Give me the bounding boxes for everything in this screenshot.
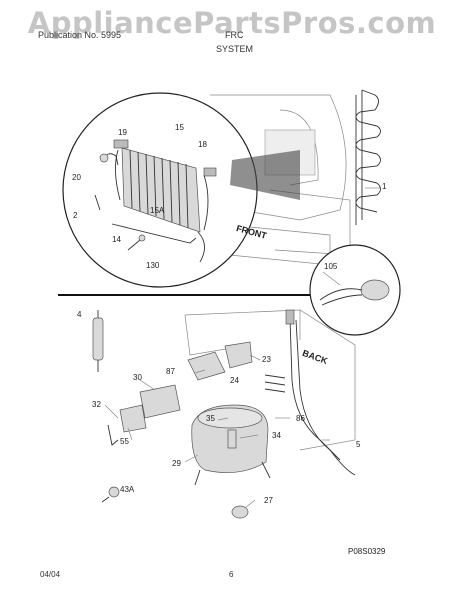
figure-code: P08S0329 (348, 547, 386, 556)
callout-5: 5 (356, 440, 361, 449)
callout-2: 2 (73, 211, 78, 220)
footer-page-number: 6 (229, 570, 234, 579)
overload-protector (319, 279, 390, 306)
clip (101, 486, 120, 503)
callout-14: 14 (112, 235, 121, 244)
relay-bracket (187, 341, 253, 381)
callout-86: 86 (296, 414, 305, 423)
callout-32: 32 (92, 400, 101, 409)
callout-130: 130 (146, 261, 160, 270)
callout-30: 30 (133, 373, 142, 382)
callout-18: 18 (198, 140, 207, 149)
callout-23: 23 (262, 355, 271, 364)
drier (92, 310, 104, 372)
callout-55: 55 (120, 437, 129, 446)
callout-4: 4 (77, 310, 82, 319)
header-publication: Publication No. 5995 (38, 30, 122, 40)
wiring (264, 309, 356, 476)
callout-35: 35 (206, 414, 215, 423)
evaporator (94, 139, 217, 263)
callout-24: 24 (230, 376, 239, 385)
callout-15: 15 (175, 123, 184, 132)
leader-lines (104, 187, 380, 509)
callout-20: 20 (72, 173, 81, 182)
callout-34: 34 (272, 431, 281, 440)
callout-105: 105 (324, 262, 338, 271)
footer-date: 04/04 (40, 570, 61, 579)
detail-circle-overload (309, 244, 401, 336)
callout-19: 19 (118, 128, 127, 137)
callout-87: 87 (166, 367, 175, 376)
watermark: AppliancePartsPros.com (27, 6, 437, 40)
callout-15a: 15A (150, 206, 165, 215)
callout-43a: 43A (120, 485, 135, 494)
condenser-coil (355, 89, 381, 225)
callout-27: 27 (264, 496, 273, 505)
callout-1: 1 (382, 182, 387, 191)
compressor (191, 404, 271, 519)
start-relay (107, 384, 181, 446)
detail-pointer (230, 150, 300, 200)
header-model: FRC (225, 30, 244, 40)
section-title: SYSTEM (216, 44, 254, 54)
callout-29: 29 (172, 459, 181, 468)
